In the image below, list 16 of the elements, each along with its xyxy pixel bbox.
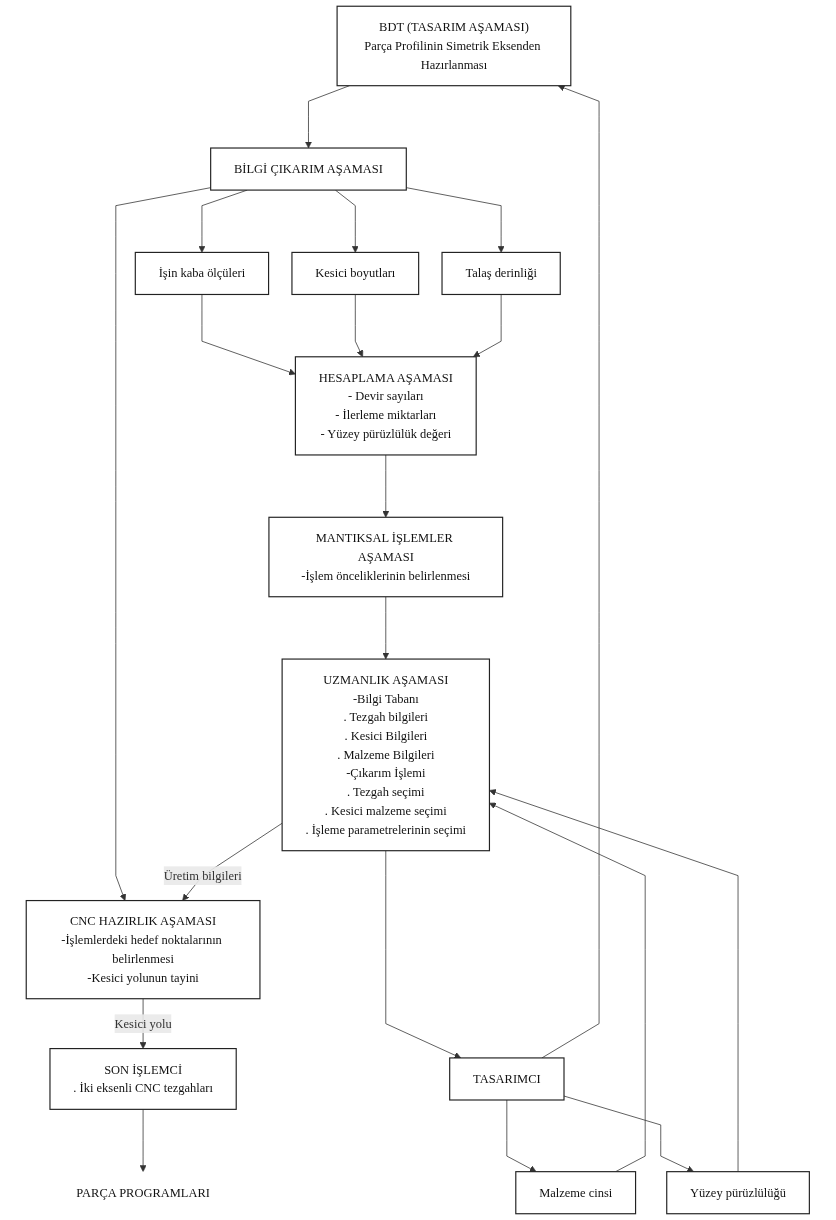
node-box: CNC HAZIRLIK AŞAMASI -İşlemlerdeki hedef noktalarının belirlenmesi -Kesici yolunun tayini: [25, 900, 261, 1000]
node-box: BDT (TASARIM AŞAMASI) Parça Profilinin Simetrik Eksenden Hazırlanması: [336, 5, 572, 87]
node-box: UZMANLIK AŞAMASI -Bilgi Tabanı . Tezgah bilgileri . Kesici Bilgileri . Malzeme Bilgileri -Çıkarım İşlemi . Tezgah seçimi . Kesici malzeme seçimi . İşleme parametrelerinin seçimi: [281, 658, 491, 852]
node-box: Kesici boyutları: [291, 251, 420, 296]
node-box: HESAPLAMA AŞAMASI - Devir sayıları - İlerleme miktarları - Yüzey pürüzlülük değeri: [295, 356, 477, 456]
node-box: İşin kaba ölçüleri: [134, 251, 270, 296]
node-box: TASARIMCI: [449, 1057, 565, 1101]
node-box: SON İŞLEMCİ . İki eksenli CNC tezgahları: [49, 1048, 237, 1110]
edge-label: Kesici yolu: [114, 1016, 172, 1030]
node-text: PARÇA PROGRAMLARI: [76, 1185, 211, 1199]
node-box: BİLGİ ÇIKARIM AŞAMASI: [210, 147, 408, 191]
edge-label: Üretim bilgileri: [163, 868, 242, 882]
node-box: Talaş derinliği: [441, 251, 562, 296]
node-box: Yüzey pürüzlülüğü: [666, 1171, 811, 1215]
node-box: MANTIKSAL İŞLEMLER AŞAMASI -İşlem önceliklerinin belirlenmesi: [268, 516, 504, 598]
node-box: Malzeme cinsi: [515, 1171, 637, 1215]
